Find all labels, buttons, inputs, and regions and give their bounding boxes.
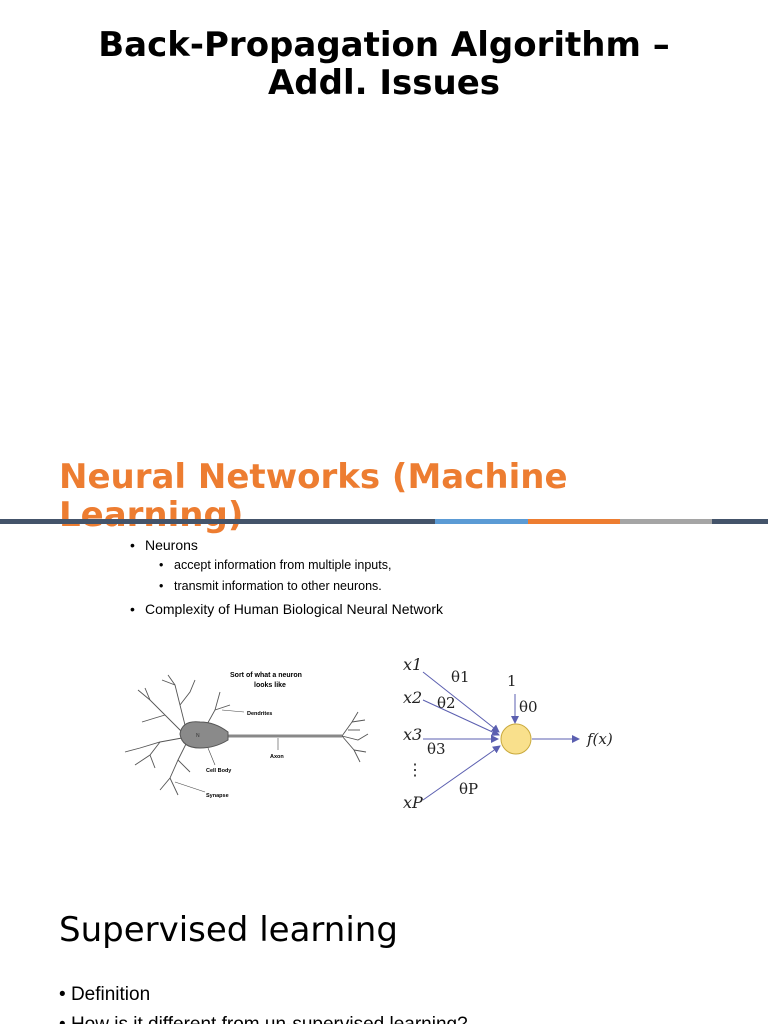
weight-theta3: θ3 [427, 740, 446, 758]
header-rule-gray [620, 519, 712, 524]
slide3-title: Supervised learning [59, 910, 398, 950]
slide2-title-line1: Neural Networks (Machine [59, 457, 568, 497]
edge-x2 [422, 699, 500, 736]
weight-theta2: θ2 [437, 694, 456, 712]
slide3-bullet-definition: • Definition [59, 984, 151, 1005]
weight-theta0: θ0 [519, 698, 538, 716]
input-x1: x1 [403, 655, 422, 674]
slide1-title: Back-Propagation Algorithm – Addl. Issue… [0, 26, 768, 102]
slide2-title-line2: Learning) [59, 495, 244, 535]
input-x2: x2 [403, 688, 422, 707]
input-x3: x3 [403, 725, 422, 744]
edge-xp [422, 745, 501, 801]
neuron-label-axon: Axon [270, 754, 284, 760]
weight-theta1: θ1 [451, 668, 470, 686]
header-rule-blue [435, 519, 528, 524]
slide1-title-line2: Addl. Issues [267, 63, 501, 103]
header-rule-navy-end [712, 519, 768, 524]
neuron-label-cell-body: Cell Body [206, 768, 232, 774]
slide2-title: Neural Networks (Machine Learning) [59, 458, 699, 534]
neuron-label-dendrites: Dendrites [247, 711, 272, 717]
weight-thetap: θP [459, 780, 478, 798]
perceptron-diagram: x1 x2 x3 ⋮ xP θ1 θ2 θ3 θP 1 θ0 f(x) [403, 655, 613, 812]
neuron-nucleus-label: N [196, 733, 200, 739]
input-xp: xP [403, 793, 423, 812]
input-ellipsis: ⋮ [407, 760, 423, 779]
header-rule-navy [0, 519, 435, 524]
slide1-title-line1: Back-Propagation Algorithm – [98, 25, 670, 65]
neuron-label-synapse: Synapse [206, 793, 229, 799]
bias-input-one: 1 [507, 672, 517, 690]
header-rule-orange [528, 519, 620, 524]
sub-bullet-transmit: transmit information to other neurons. [159, 578, 382, 594]
edge-x1 [422, 671, 500, 733]
sub-bullet-accept: accept information from multiple inputs, [159, 557, 392, 573]
bullet-neurons: Neurons [130, 536, 198, 554]
slide3-bullet-difference: • How is it different from un-supervised… [59, 1014, 468, 1024]
neuron-caption-line1: Sort of what a neuron [230, 672, 302, 679]
output-fx: f(x) [586, 730, 613, 748]
perceptron-node [500, 723, 532, 755]
biological-neuron-figure: N Sort of what a neuron looks like Dendr… [124, 672, 369, 799]
neuron-caption-line2: looks like [254, 682, 286, 689]
bullet-complexity: Complexity of Human Biological Neural Ne… [130, 600, 443, 618]
